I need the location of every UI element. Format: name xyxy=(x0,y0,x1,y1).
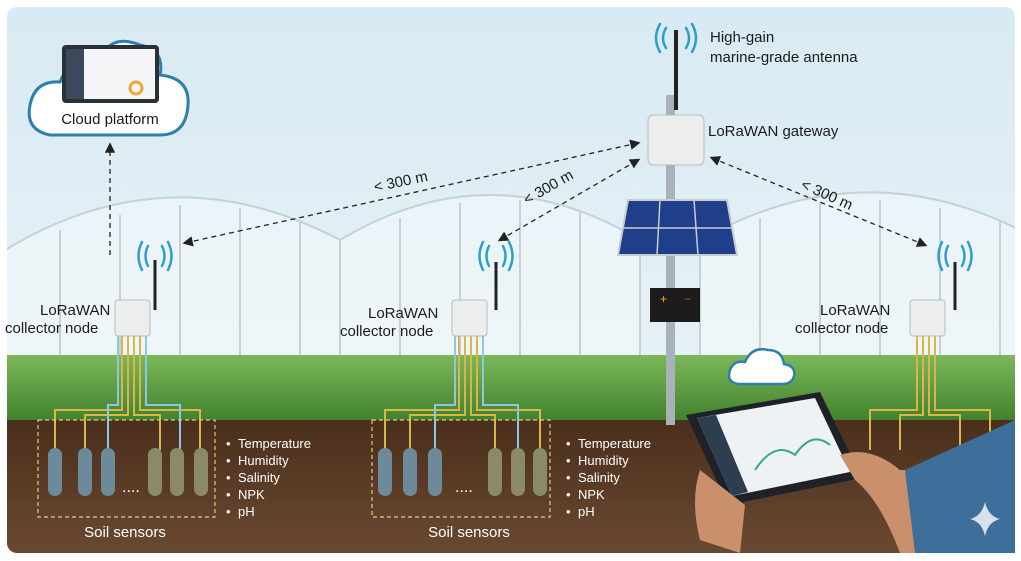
measurement-item: Salinity xyxy=(238,470,280,485)
collector-node-3: LoRaWAN collector node xyxy=(795,240,991,450)
measurement-item: Salinity xyxy=(578,470,620,485)
soil-sensor-group-1: .... Soil sensors • Temperature • Humidity… xyxy=(37,419,311,541)
soil-sensors-label: Soil sensors xyxy=(428,524,510,541)
more-sensors-ellipsis: .... xyxy=(122,479,140,496)
signal-waves-icon xyxy=(654,22,698,54)
node-label-line1: LoRaWAN xyxy=(368,305,438,322)
measurement-list: • Temperature • Humidity • Salinity • NPK • p… xyxy=(226,436,311,519)
sparkle-icon xyxy=(970,502,1000,536)
bullet: • xyxy=(226,487,231,502)
bullet: • xyxy=(226,436,231,451)
bullet: • xyxy=(566,470,571,485)
collector-node-1: LoRaWAN collector node xyxy=(5,240,201,450)
gateway-pole xyxy=(666,95,675,425)
measurement-item: Humidity xyxy=(578,453,629,468)
cloud-platform-label: Cloud platform xyxy=(61,111,159,128)
small-cloud-icon xyxy=(727,348,796,386)
collector-node-2: LoRaWAN collector node xyxy=(340,240,541,450)
measurement-item: Temperature xyxy=(578,436,651,451)
bullet: • xyxy=(226,453,231,468)
node-label-line1: LoRaWAN xyxy=(40,302,110,319)
bullet: • xyxy=(566,453,571,468)
measurement-list: • Temperature • Humidity • Salinity • NPK • p… xyxy=(566,436,651,519)
bullet: • xyxy=(566,487,571,502)
measurement-item: pH xyxy=(578,504,595,519)
bullet: • xyxy=(226,470,231,485)
antenna-label-line2: marine-grade antenna xyxy=(710,49,858,66)
crop-rows xyxy=(7,355,1015,425)
node-label-line1: LoRaWAN xyxy=(820,302,890,319)
battery-minus: − xyxy=(684,292,691,306)
more-sensors-ellipsis: .... xyxy=(455,479,473,496)
bullet: • xyxy=(226,504,231,519)
lorawan-gateway-box xyxy=(647,114,705,166)
measurement-item: NPK xyxy=(578,487,605,502)
bullet: • xyxy=(566,504,571,519)
solar-panel xyxy=(616,199,739,256)
battery: + − xyxy=(650,288,700,322)
link-arrow-right xyxy=(709,156,928,247)
soil-sensors-label: Soil sensors xyxy=(84,524,166,541)
measurement-item: Humidity xyxy=(238,453,289,468)
cloud-platform: Cloud platform xyxy=(27,39,190,137)
measurement-item: NPK xyxy=(238,487,265,502)
soil-sensor-group-2: .... Soil sensors • Temperature • Humidity… xyxy=(371,419,651,541)
battery-plus: + xyxy=(660,292,667,306)
tablet-in-hands xyxy=(686,392,1015,553)
bullet: • xyxy=(566,436,571,451)
node-label-line2: collector node xyxy=(5,320,98,337)
node-label-line2: collector node xyxy=(340,323,433,340)
node-label-line2: collector node xyxy=(795,320,888,337)
measurement-item: pH xyxy=(238,504,255,519)
antenna-label-line1: High-gain xyxy=(710,29,774,46)
gateway-label: LoRaWAN gateway xyxy=(708,123,839,140)
measurement-item: Temperature xyxy=(238,436,311,451)
